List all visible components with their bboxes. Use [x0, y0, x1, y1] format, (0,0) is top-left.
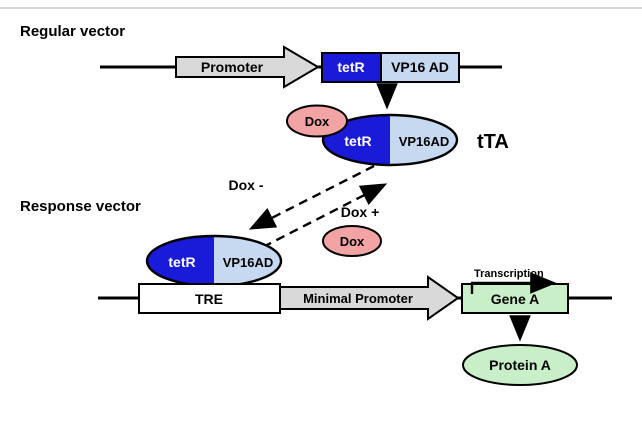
transcription-start-arrow — [470, 272, 557, 294]
response-vector-label: Response vector — [20, 198, 141, 215]
dox-minus-label: Dox - — [229, 177, 264, 193]
vp16ad-gene-label: VP16 AD — [391, 59, 449, 75]
bound-tetr-label: tetR — [168, 254, 195, 270]
promoter-arrow-shape — [175, 45, 320, 89]
tta-tetr-label: tetR — [344, 133, 371, 149]
dox-molecule-top-label: Dox — [305, 114, 330, 129]
gene-a-label: Gene A — [491, 291, 540, 307]
tta-name-label: tTA — [477, 131, 509, 153]
protein-a-shape — [462, 344, 578, 386]
dox-molecule-bottom — [322, 225, 382, 257]
tetr-gene-box — [321, 52, 382, 83]
bound-tta-complex: tetR VP16AD — [145, 234, 283, 288]
regular-vector-label: Regular vector — [20, 23, 125, 40]
minimal-promoter-label: Minimal Promoter — [303, 291, 413, 306]
tta-complex-outline — [321, 113, 459, 167]
dox-molecule-top — [286, 104, 348, 138]
minimal-promoter-arrow-shape — [279, 275, 460, 321]
tre-label: TRE — [195, 291, 223, 307]
dox-molecule-bottom-label: Dox — [340, 234, 365, 249]
promoter-label: Promoter — [201, 59, 264, 75]
tetr-gene-label: tetR — [337, 59, 364, 75]
vp16ad-gene-box — [380, 52, 460, 83]
tta-vp16ad-label: VP16AD — [399, 134, 450, 149]
bound-vp16ad-label: VP16AD — [223, 255, 274, 270]
bound-tetr-half — [147, 236, 214, 286]
binding-arrow-dox-minus — [248, 164, 375, 230]
tre-box — [138, 283, 281, 314]
dox-plus-label: Dox + — [341, 204, 380, 220]
release-arrow-dox-plus — [262, 183, 388, 249]
protein-a-label: Protein A — [489, 357, 551, 373]
transcription-label: Transcription — [474, 268, 544, 280]
